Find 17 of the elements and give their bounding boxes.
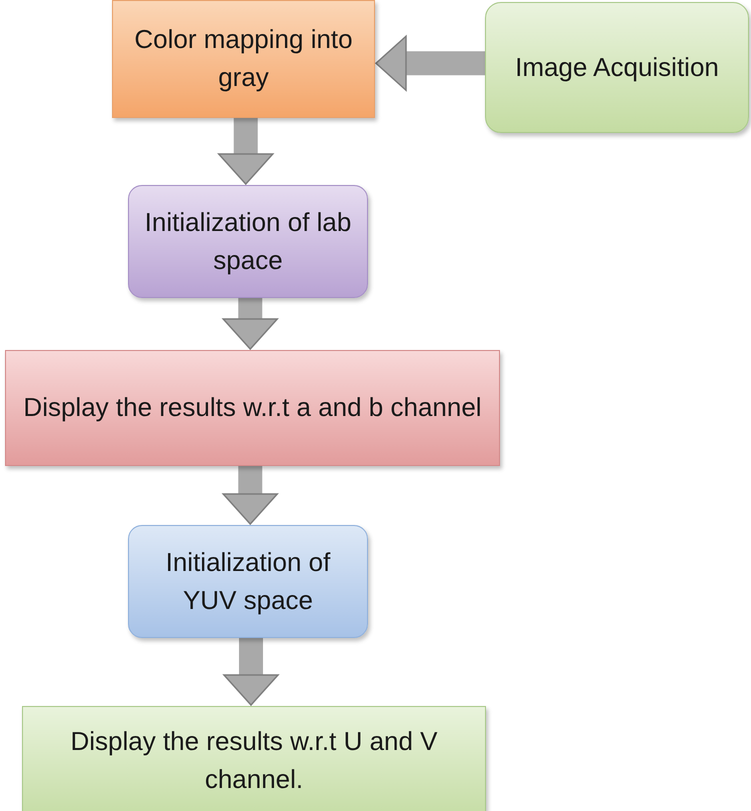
block-arrow xyxy=(222,466,278,525)
process-box xyxy=(5,350,500,466)
box-label: Display the results w.r.t U and V channel. xyxy=(69,725,439,796)
box-label: Display the results w.r.t a and b channel xyxy=(23,391,482,424)
block-arrow xyxy=(375,36,485,91)
process-box xyxy=(112,0,375,118)
box-label: Color mapping into gray xyxy=(133,23,354,94)
box-label: Initialization of lab space xyxy=(144,206,352,276)
box-label: Initialization of YUV space xyxy=(164,546,332,616)
block-arrow xyxy=(223,638,279,706)
box-label: Image Acquisition xyxy=(515,50,719,84)
block-arrow xyxy=(222,298,278,350)
process-box xyxy=(128,185,368,298)
block-arrow xyxy=(218,118,274,185)
start-box xyxy=(485,2,749,133)
process-box xyxy=(128,525,368,638)
output-box xyxy=(22,706,486,811)
